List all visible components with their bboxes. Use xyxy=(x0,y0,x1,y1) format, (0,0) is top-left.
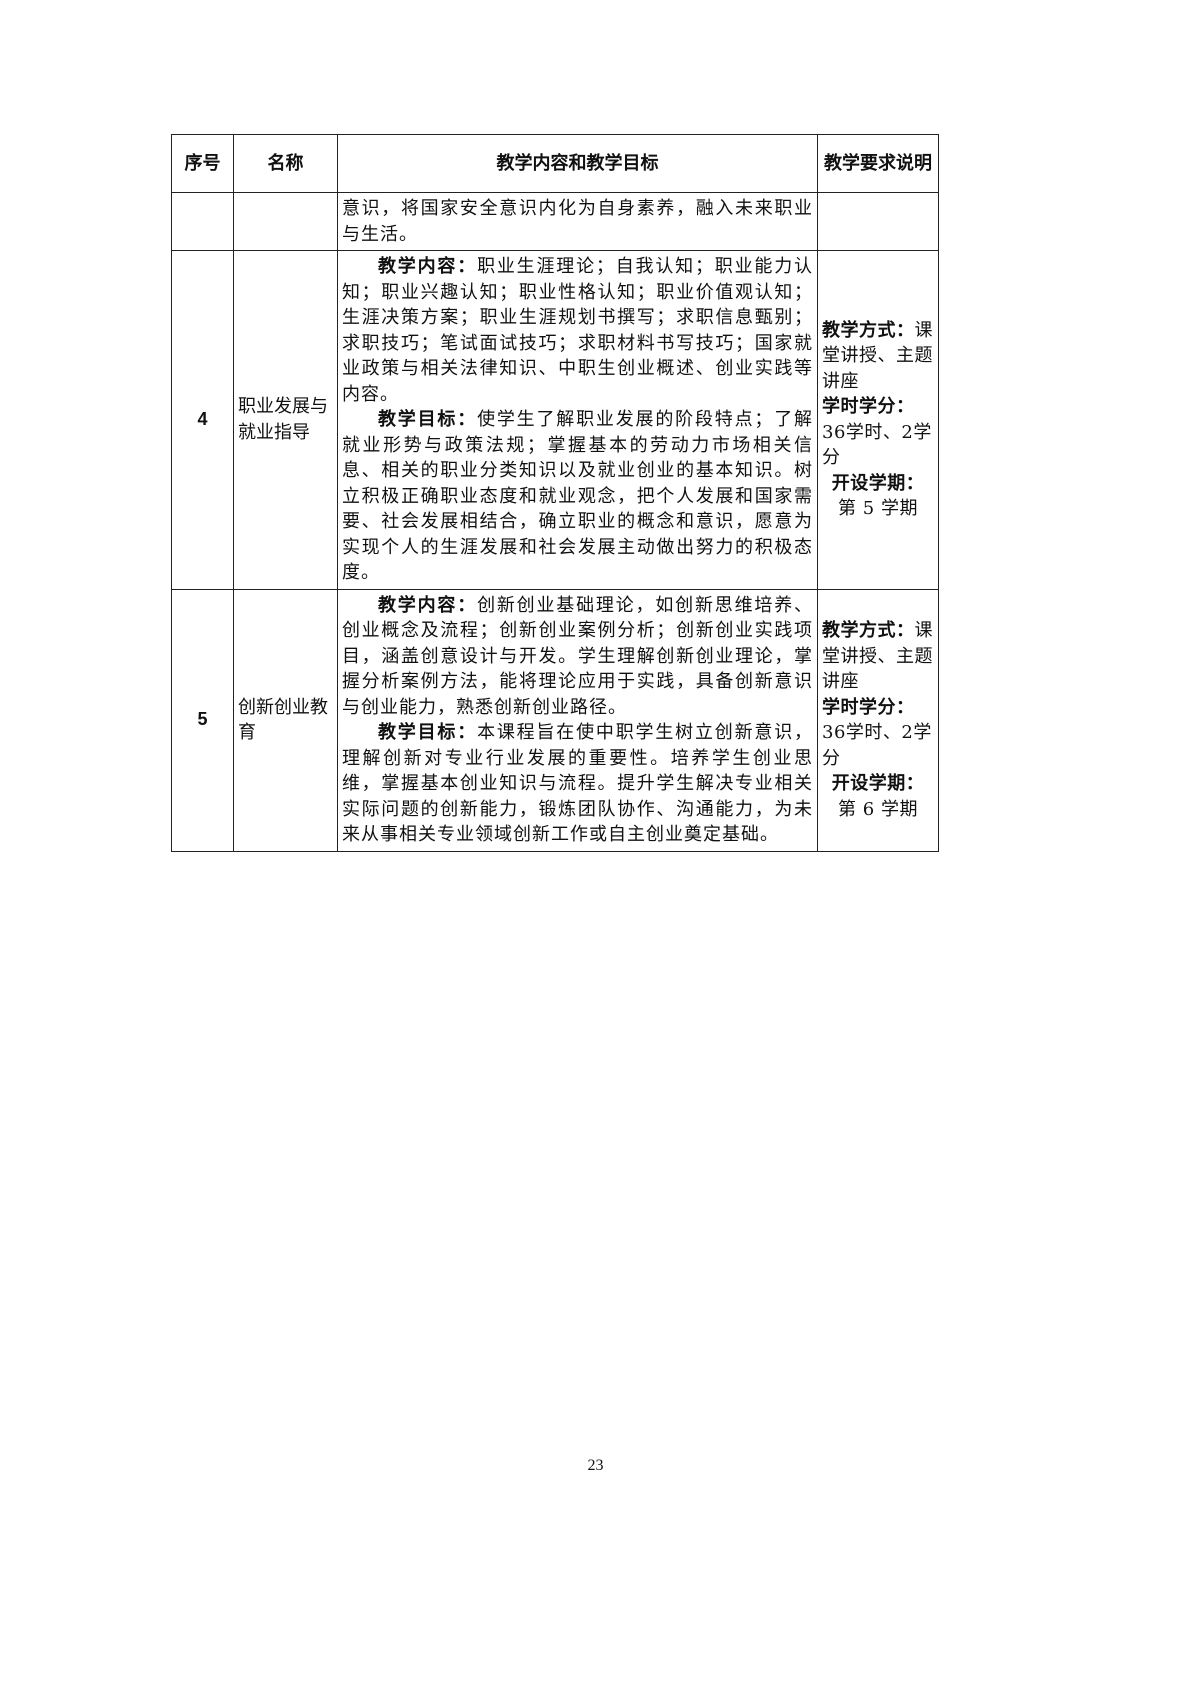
header-name: 名称 xyxy=(233,134,338,193)
table-row: 4 职业发展与就业指导 教学内容：职业生涯理论；自我认知；职业能力认知；职业兴趣… xyxy=(171,250,939,590)
row-name: 职业发展与就业指导 xyxy=(233,250,338,590)
table-row: 5 创新创业教育 教学内容：创新创业基础理论，如创新思维培养、创业概念及流程；创… xyxy=(171,588,939,852)
header-index: 序号 xyxy=(171,134,234,193)
table-row-continuation: 意识，将国家安全意识内化为自身素养，融入未来职业与生活。 xyxy=(171,192,939,251)
table-header-row: 序号 名称 教学内容和教学目标 教学要求说明 xyxy=(171,134,939,193)
row-content: 教学内容：创新创业基础理论，如创新思维培养、创业概念及流程；创新创业案例分析；创… xyxy=(337,588,818,852)
continuation-text: 意识，将国家安全意识内化为自身素养，融入未来职业与生活。 xyxy=(342,198,813,245)
row-name: 创新创业教育 xyxy=(233,588,338,852)
row-index: 5 xyxy=(171,588,234,852)
row-content: 教学内容：职业生涯理论；自我认知；职业能力认知；职业兴趣认知；职业性格认知；职业… xyxy=(337,250,818,590)
page-number: 23 xyxy=(587,1457,604,1474)
row-requirements: 教学方式：课堂讲授、主题讲座 学时学分：36学时、2学分 开设学期： 第 5 学… xyxy=(817,250,939,590)
row-requirements: 教学方式：课堂讲授、主题讲座 学时学分：36学时、2学分 开设学期： 第 6 学… xyxy=(817,588,939,852)
row-index: 4 xyxy=(171,250,234,590)
header-requirements: 教学要求说明 xyxy=(817,134,939,193)
course-table: 序号 名称 教学内容和教学目标 教学要求说明 意识，将国家安全意识内化为自身素养… xyxy=(171,134,939,852)
header-content: 教学内容和教学目标 xyxy=(337,134,818,193)
